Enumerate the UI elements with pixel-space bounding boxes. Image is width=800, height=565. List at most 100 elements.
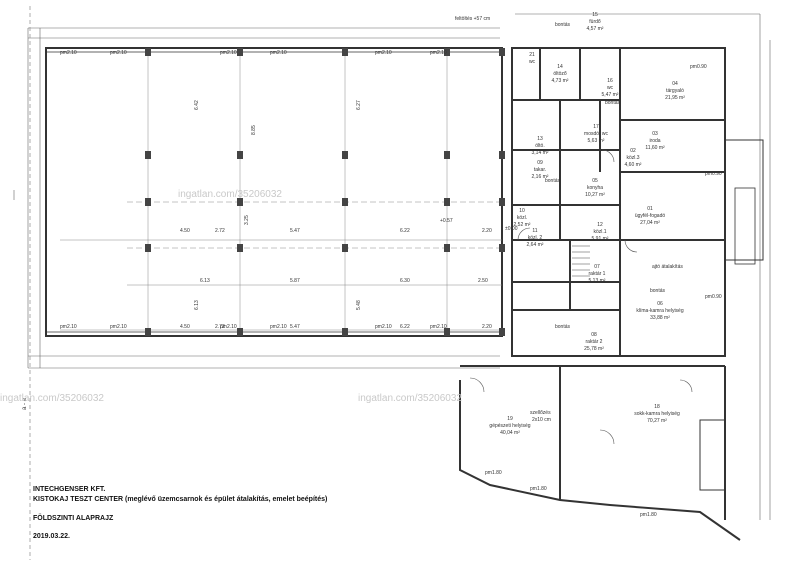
room-area: 2,64 m²: [527, 242, 544, 248]
room-number: 21: [529, 52, 535, 58]
dim-row-top-4: 6.22: [400, 228, 410, 234]
window-tag: pm2.10: [110, 324, 127, 330]
room-area: 2,52 m²: [514, 222, 531, 228]
extension-walls: [459, 365, 741, 541]
room-area: 5,91 m²: [592, 236, 609, 242]
room-area: 3,14 m²: [532, 150, 549, 156]
column: [499, 244, 505, 252]
dim-row-top-1: 4.50: [180, 228, 190, 234]
column: [444, 48, 450, 56]
room-number: 02: [630, 148, 636, 154]
room-number: 12: [597, 222, 603, 228]
room-number: 13: [537, 136, 543, 142]
drawing-date: 2019.03.22.: [33, 533, 70, 540]
room-name: fürdő: [589, 19, 601, 25]
window-tag: pm2.10: [375, 50, 392, 56]
dim-row-bottom-4: 6.22: [400, 324, 410, 330]
dim-row-top-5: 2.20: [482, 228, 492, 234]
column: [499, 48, 505, 56]
column: [444, 328, 450, 336]
szellozes-label: szellőzés: [530, 410, 551, 416]
room-number: 09: [537, 160, 543, 166]
misc-annotations: bontás bontás bontás bontás bontás ajtó …: [530, 22, 683, 423]
room-name: raktár 2: [586, 339, 603, 345]
door-swings: [469, 149, 693, 445]
column: [145, 244, 151, 252]
room-name: konyha: [587, 185, 603, 191]
window-tag: pm2.10: [430, 324, 447, 330]
window-tag: pm2.10: [375, 324, 392, 330]
room-name: öltöző: [553, 71, 567, 77]
room-number: 15: [592, 12, 598, 18]
column: [237, 244, 243, 252]
room-number: 04: [672, 81, 678, 87]
column: [499, 328, 505, 336]
room-area: 5,13 m²: [589, 278, 606, 284]
room-area: 5,63 m²: [588, 138, 605, 144]
room-area: 4,60 m²: [625, 162, 642, 168]
room-name: közl.1: [593, 229, 606, 235]
dim-row-low-1: 6.13: [200, 278, 210, 284]
dim-height-1: 6.42: [194, 100, 200, 110]
dim-row-top-3: 5.47: [290, 228, 300, 234]
room-area: 4,57 m²: [587, 26, 604, 32]
room-name: wc: [607, 85, 614, 91]
window-tag: pm0.90: [705, 294, 722, 300]
room-number: 08: [591, 332, 597, 338]
room-area: 5,47 m²: [602, 92, 619, 98]
room-name: közl.3: [626, 155, 639, 161]
room-name: iroda: [649, 138, 660, 144]
window-tag: pm1.80: [640, 512, 657, 518]
dim-height-2: 6.27: [356, 100, 362, 110]
room-area: 11,60 m²: [645, 145, 665, 151]
room-number: 03: [652, 131, 658, 137]
room-number: 17: [593, 124, 599, 130]
room-name: mosdó, wc: [584, 131, 608, 137]
room-area: 25,78 m²: [584, 346, 604, 352]
room-area: 27,04 m²: [640, 220, 660, 226]
room-name: gépészeti helyiség: [489, 423, 530, 429]
ajto-atalakitas: ajtó átalakítás: [652, 264, 683, 270]
level-b-label: ±0.00: [505, 226, 518, 232]
company-name: INTECHGENSER KFT.: [33, 486, 106, 493]
bontas-3: bontás: [650, 288, 666, 294]
column: [145, 151, 151, 159]
window-tag: pm2.10: [60, 324, 77, 330]
level-note: feltöltés +57 cm: [455, 16, 490, 22]
room-area: 4,73 m²: [552, 78, 569, 84]
watermark-mid: ingatlan.com/35206032: [358, 393, 462, 404]
project-title: KISTOKAJ TESZT CENTER (meglévő üzemcsarn…: [33, 496, 328, 503]
room-area: 33,88 m²: [650, 315, 670, 321]
room-area: 21,95 m²: [665, 95, 685, 101]
column: [342, 198, 348, 206]
room-area: 10,27 m²: [585, 192, 605, 198]
column: [499, 151, 505, 159]
room-number: 10: [519, 208, 525, 214]
dim-height-4: 8.85: [251, 125, 257, 135]
level-a-label: +0.57: [440, 218, 453, 224]
window-tag: pm2.10: [110, 50, 127, 56]
window-tag: pm2.10: [220, 324, 237, 330]
dim-height-5: 6.13: [194, 300, 200, 310]
room-area: 70,27 m²: [647, 418, 667, 424]
room-name: klíma-kamra helyiség: [636, 308, 683, 314]
room-name: tárgyaló: [666, 88, 684, 94]
office-wing-walls: [511, 47, 764, 357]
column: [499, 198, 505, 206]
room-number: 11: [532, 228, 537, 234]
window-tag: pm2.10: [270, 50, 287, 56]
